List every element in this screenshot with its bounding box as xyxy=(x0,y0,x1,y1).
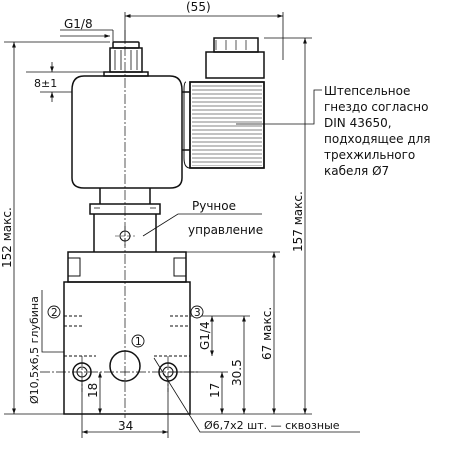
port-2-label: 2 xyxy=(51,307,58,319)
port-1-marker xyxy=(131,334,145,348)
dim-overall-left: 152 макс. xyxy=(0,207,14,268)
manual-line-1: Ручное xyxy=(192,199,236,213)
dim-through-holes: Ø6,7x2 шт. — сквозные xyxy=(204,419,340,432)
socket-line-2: гнездо согласно xyxy=(324,100,428,114)
dim-side-thread: G1/4 xyxy=(198,321,212,350)
port-3-marker xyxy=(190,305,204,319)
dim-port-left-low: 18 xyxy=(86,383,100,398)
port-2-marker xyxy=(47,305,61,319)
port-3-label: 3 xyxy=(194,307,201,319)
dim-port-pitch: 30.5 xyxy=(230,359,244,386)
dim-bottom-width: 34 xyxy=(118,419,133,433)
port-1-label: 1 xyxy=(135,336,142,348)
valve-body-main xyxy=(63,281,191,415)
socket-callout: Штепсельное гнездо согласно DIN 43650, п… xyxy=(324,84,431,178)
dim-port-height: 8±1 xyxy=(34,77,57,90)
dim-top-width: (55) xyxy=(186,0,211,14)
dim-port-thread: G1/8 xyxy=(64,17,93,31)
dim-blind-hole: Ø10,5x6,5 глубина xyxy=(28,296,41,404)
socket-line-1: Штепсельное xyxy=(324,84,410,98)
socket-line-3: DIN 43650, xyxy=(324,116,392,130)
dim-port-low: 17 xyxy=(208,383,222,398)
valve-outline xyxy=(63,37,265,415)
manual-override-callout: Ручное управление xyxy=(188,199,263,237)
socket-line-5: трехжильного xyxy=(324,148,415,162)
dim-overall-right: 157 макс. xyxy=(291,191,305,252)
socket-line-6: кабеля Ø7 xyxy=(324,164,389,178)
dimension-lines xyxy=(4,12,360,438)
socket-line-4: подходящее для xyxy=(324,132,431,146)
port-labels: 2 3 1 xyxy=(47,305,204,348)
armature-tube xyxy=(99,188,151,204)
dim-body-height: 67 макс. xyxy=(260,307,274,360)
manual-override xyxy=(93,214,157,252)
manual-line-2: управление xyxy=(188,223,263,237)
solenoid-coil xyxy=(71,75,183,189)
top-port-fitting xyxy=(112,41,140,49)
valve-body-top xyxy=(67,251,187,283)
